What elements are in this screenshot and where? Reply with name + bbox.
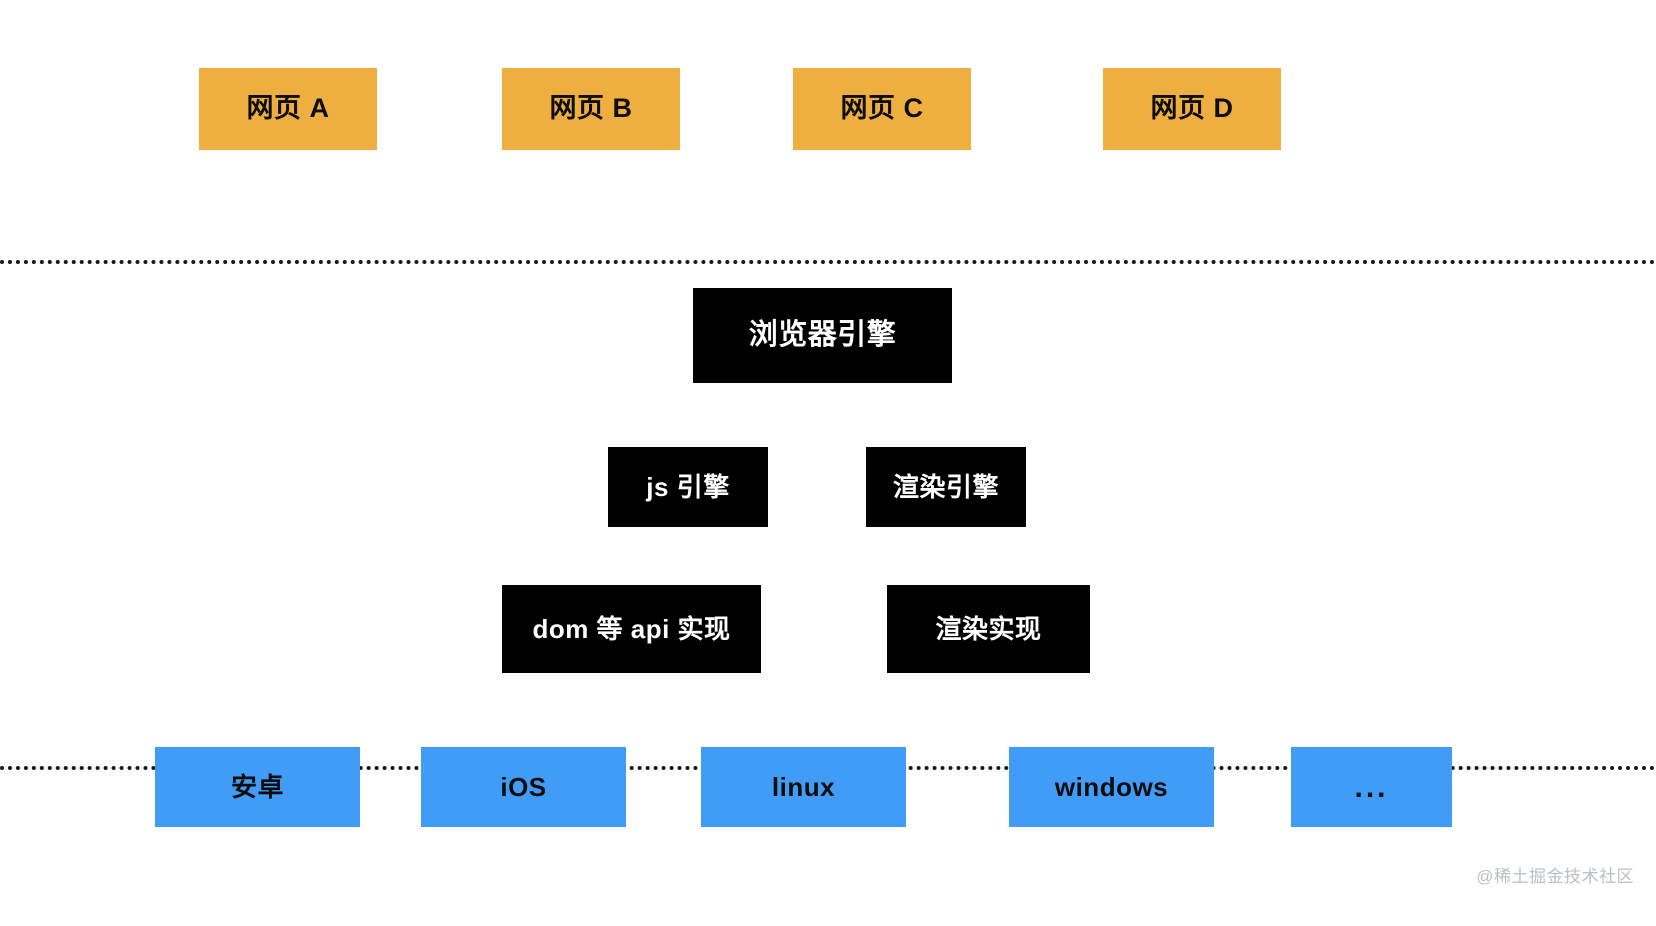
divider-pages-browser [0, 260, 1656, 264]
render-impl-node: 渲染实现 [887, 585, 1090, 673]
os-node-windows: windows [1009, 747, 1214, 827]
os-node-android: 安卓 [155, 747, 360, 827]
browser-engine-node: 浏览器引擎 [693, 288, 952, 383]
web-page-node-c: 网页 C [793, 68, 971, 150]
watermark: @稀土掘金技术社区 [1476, 867, 1634, 886]
os-label-ios: iOS [500, 771, 547, 802]
web-page-node-a: 网页 A [199, 68, 377, 150]
render-engine-label: 渲染引擎 [892, 471, 999, 502]
os-label-android: 安卓 [230, 771, 284, 802]
js-engine-node: js 引擎 [608, 447, 768, 527]
os-label-more: ... [1354, 770, 1389, 804]
web-page-label-b: 网页 B [549, 93, 633, 124]
os-node-ios: iOS [421, 747, 626, 827]
os-label-linux: linux [771, 771, 836, 802]
web-page-label-c: 网页 C [840, 93, 924, 124]
render-impl-label: 渲染实现 [935, 613, 1042, 644]
os-label-windows: windows [1054, 771, 1169, 802]
render-engine-node: 渲染引擎 [866, 447, 1026, 527]
web-page-label-a: 网页 A [246, 93, 330, 124]
os-node-more: ... [1291, 747, 1452, 827]
os-node-linux: linux [701, 747, 906, 827]
dom-api-impl-label: dom 等 api 实现 [532, 613, 731, 644]
web-page-node-d: 网页 D [1103, 68, 1281, 150]
dom-api-impl-node: dom 等 api 实现 [502, 585, 761, 673]
web-page-label-d: 网页 D [1150, 93, 1234, 124]
js-engine-label: js 引擎 [646, 471, 730, 502]
web-page-node-b: 网页 B [502, 68, 680, 150]
browser-engine-label: 浏览器引擎 [748, 318, 897, 351]
